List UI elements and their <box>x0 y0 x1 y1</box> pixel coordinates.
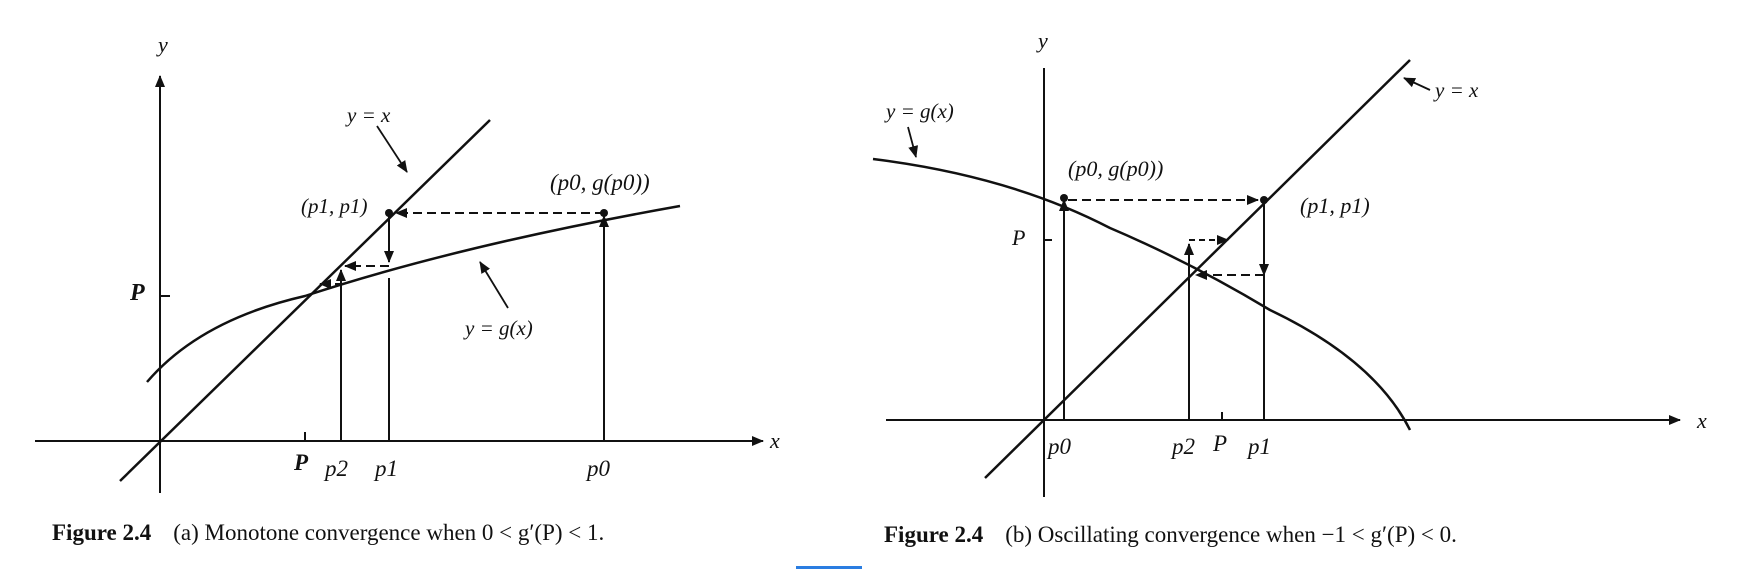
a-curve-pointer <box>479 261 509 309</box>
b-y-axis-label: y <box>1036 28 1048 53</box>
a-x-axis-label: x <box>769 428 780 453</box>
a-identity-pointer <box>376 125 408 173</box>
a-point-p0 <box>600 209 608 217</box>
b-P-axis-label: P <box>1011 225 1025 250</box>
a-tick-p2-label: p2 <box>323 456 348 481</box>
caption-a: Figure 2.4 (a) Monotone convergence when … <box>52 520 604 546</box>
b-tick-p2-label: p2 <box>1170 434 1195 459</box>
b-point-p0-label: (p0, g(p0)) <box>1068 156 1163 181</box>
panel-b: y x P y = x y = g(x) (p0, g(p0)) (p1, p1… <box>872 28 1707 497</box>
a-tick-p1-label: p1 <box>373 456 398 481</box>
b-curve-pointer <box>907 126 918 158</box>
a-curve-label: y = g(x) <box>463 316 533 340</box>
a-P-axis-label: P <box>129 280 145 306</box>
b-point-p1 <box>1260 196 1268 204</box>
a-y-axis-label: y <box>156 32 168 57</box>
b-point-p1-label: (p1, p1) <box>1300 193 1370 218</box>
b-curve-label: y = g(x) <box>884 99 954 123</box>
a-identity-label: y = x <box>345 103 391 127</box>
caption-b-text: (b) Oscillating convergence when −1 < g′… <box>1005 522 1457 547</box>
caption-b-figure-label: Figure 2.4 <box>884 522 984 547</box>
a-point-p0-label: (p0, g(p0)) <box>550 170 650 195</box>
b-x-axis-label: x <box>1696 408 1707 433</box>
b-tick-P-label: P <box>1212 431 1227 456</box>
a-point-p1-label: (p1, p1) <box>301 194 368 218</box>
b-identity-label: y = x <box>1433 78 1479 102</box>
caption-a-text: (a) Monotone convergence when 0 < g′(P) … <box>173 520 605 545</box>
b-tick-p0-label: p0 <box>1046 434 1072 459</box>
a-point-p1 <box>385 209 393 217</box>
caption-a-figure-label: Figure 2.4 <box>52 520 152 545</box>
b-identity-pointer <box>1403 77 1431 91</box>
a-identity-line <box>119 119 491 482</box>
b-point-p0 <box>1060 194 1068 202</box>
a-curve-g <box>146 204 681 383</box>
b-tick-p1-label: p1 <box>1246 434 1271 459</box>
b-curve-g <box>872 157 1412 431</box>
caption-b: Figure 2.4 (b) Oscillating convergence wh… <box>884 522 1457 548</box>
scroll-position-indicator[interactable] <box>796 566 862 569</box>
a-tick-p0-label: p0 <box>585 456 611 481</box>
panel-a: y x P y = x y = g(x) (p0, g(p0)) (p1, p1… <box>35 32 780 493</box>
a-tick-P-label: P <box>293 450 309 475</box>
